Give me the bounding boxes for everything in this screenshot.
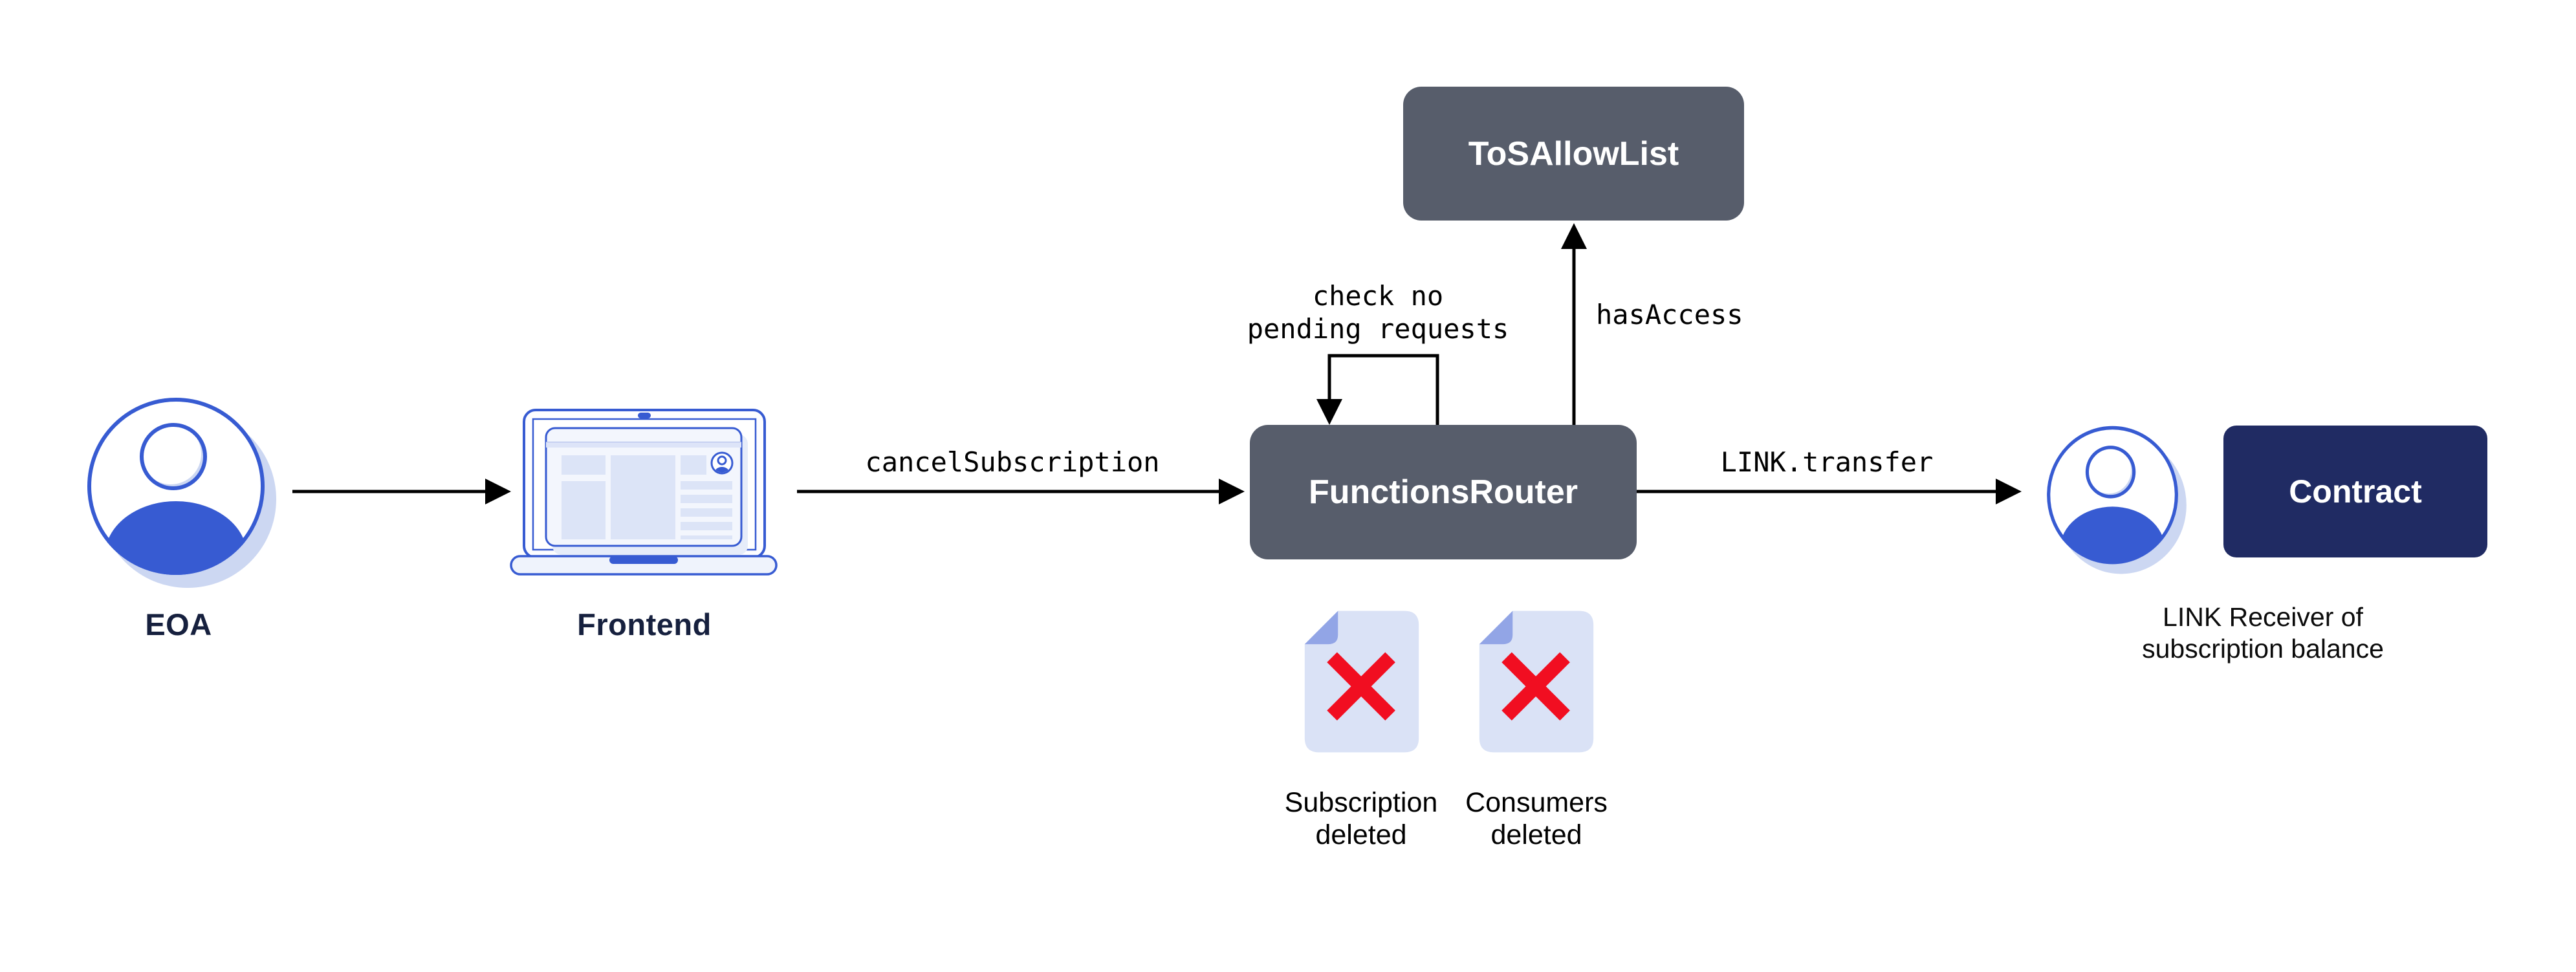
link-receiver-person-icon bbox=[2047, 426, 2187, 574]
arrowhead-frontend bbox=[485, 479, 511, 504]
self-loop-label-line1: check no bbox=[1312, 280, 1444, 312]
arrowhead-receiver bbox=[1996, 479, 2022, 504]
doc-fold bbox=[1304, 610, 1338, 645]
cancel-subscription-edge-label: cancelSubscription bbox=[865, 446, 1160, 478]
link-receiver-caption-line1: LINK Receiver of bbox=[2163, 602, 2363, 632]
self-loop-arrow bbox=[1327, 354, 1439, 425]
shoulders bbox=[105, 501, 247, 575]
red-x-icon bbox=[1327, 652, 1395, 721]
arrowhead-self-loop bbox=[1316, 399, 1342, 425]
red-x-icon bbox=[1501, 652, 1570, 721]
contract-label: Contract bbox=[2289, 473, 2422, 510]
subscription-deleted-doc-icon bbox=[1304, 610, 1419, 753]
functions-router-node: FunctionsRouter bbox=[1250, 425, 1637, 559]
head bbox=[2085, 446, 2136, 499]
head bbox=[140, 423, 207, 490]
subscription-deleted-label: Subscription deleted bbox=[1285, 786, 1438, 851]
consumers-deleted-label: Consumers deleted bbox=[1465, 786, 1608, 851]
arrowhead-router bbox=[1219, 479, 1245, 504]
link-transfer-edge-label: LINK.transfer bbox=[1720, 446, 1934, 478]
frontend-label: Frontend bbox=[577, 607, 712, 642]
browser-content-blocks bbox=[562, 455, 732, 539]
eoa-label: EOA bbox=[145, 607, 212, 642]
functions-router-label: FunctionsRouter bbox=[1309, 473, 1578, 511]
tos-allow-list-node: ToSAllowList bbox=[1403, 87, 1744, 221]
tos-allow-list-label: ToSAllowList bbox=[1468, 135, 1679, 173]
subscription-deleted-line2: deleted bbox=[1315, 819, 1407, 850]
consumers-deleted-doc-icon bbox=[1479, 610, 1594, 753]
browser-avatar-icon bbox=[710, 451, 734, 475]
consumers-deleted-line2: deleted bbox=[1490, 819, 1582, 850]
subscription-deleted-line1: Subscription bbox=[1284, 787, 1438, 818]
contract-node: Contract bbox=[2223, 426, 2487, 557]
webcam-dot bbox=[638, 413, 651, 418]
has-access-edge-label: hasAccess bbox=[1596, 299, 1743, 330]
doc-fold bbox=[1479, 610, 1513, 645]
eoa-person-icon bbox=[87, 398, 276, 588]
link-receiver-caption-line2: subscription balance bbox=[2142, 634, 2384, 664]
shoulders bbox=[2060, 506, 2165, 564]
self-loop-label: check no pending requests bbox=[1247, 279, 1509, 345]
self-loop-label-line2: pending requests bbox=[1247, 313, 1509, 345]
arrowhead-tos bbox=[1561, 223, 1587, 249]
frontend-laptop-icon bbox=[510, 409, 778, 576]
consumers-deleted-line1: Consumers bbox=[1465, 787, 1608, 818]
link-receiver-caption: LINK Receiver of subscription balance bbox=[2142, 601, 2384, 665]
